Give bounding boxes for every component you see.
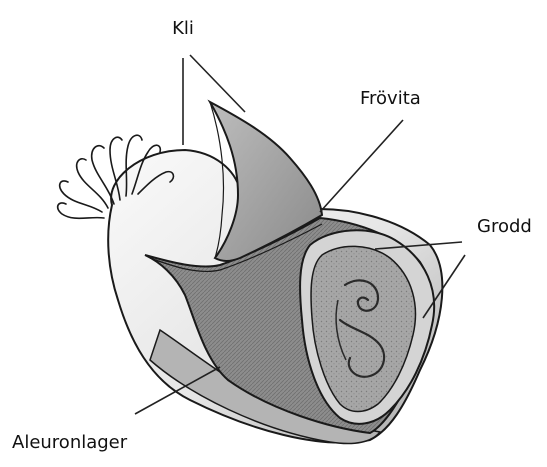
label-kli: Kli [172, 18, 194, 39]
label-frovita: Frövita [360, 88, 421, 109]
kli-leader-line-right [190, 55, 245, 112]
label-grodd: Grodd [477, 216, 532, 237]
label-aleuronlager: Aleuronlager [12, 432, 128, 453]
frovita-leader-line [320, 120, 403, 212]
